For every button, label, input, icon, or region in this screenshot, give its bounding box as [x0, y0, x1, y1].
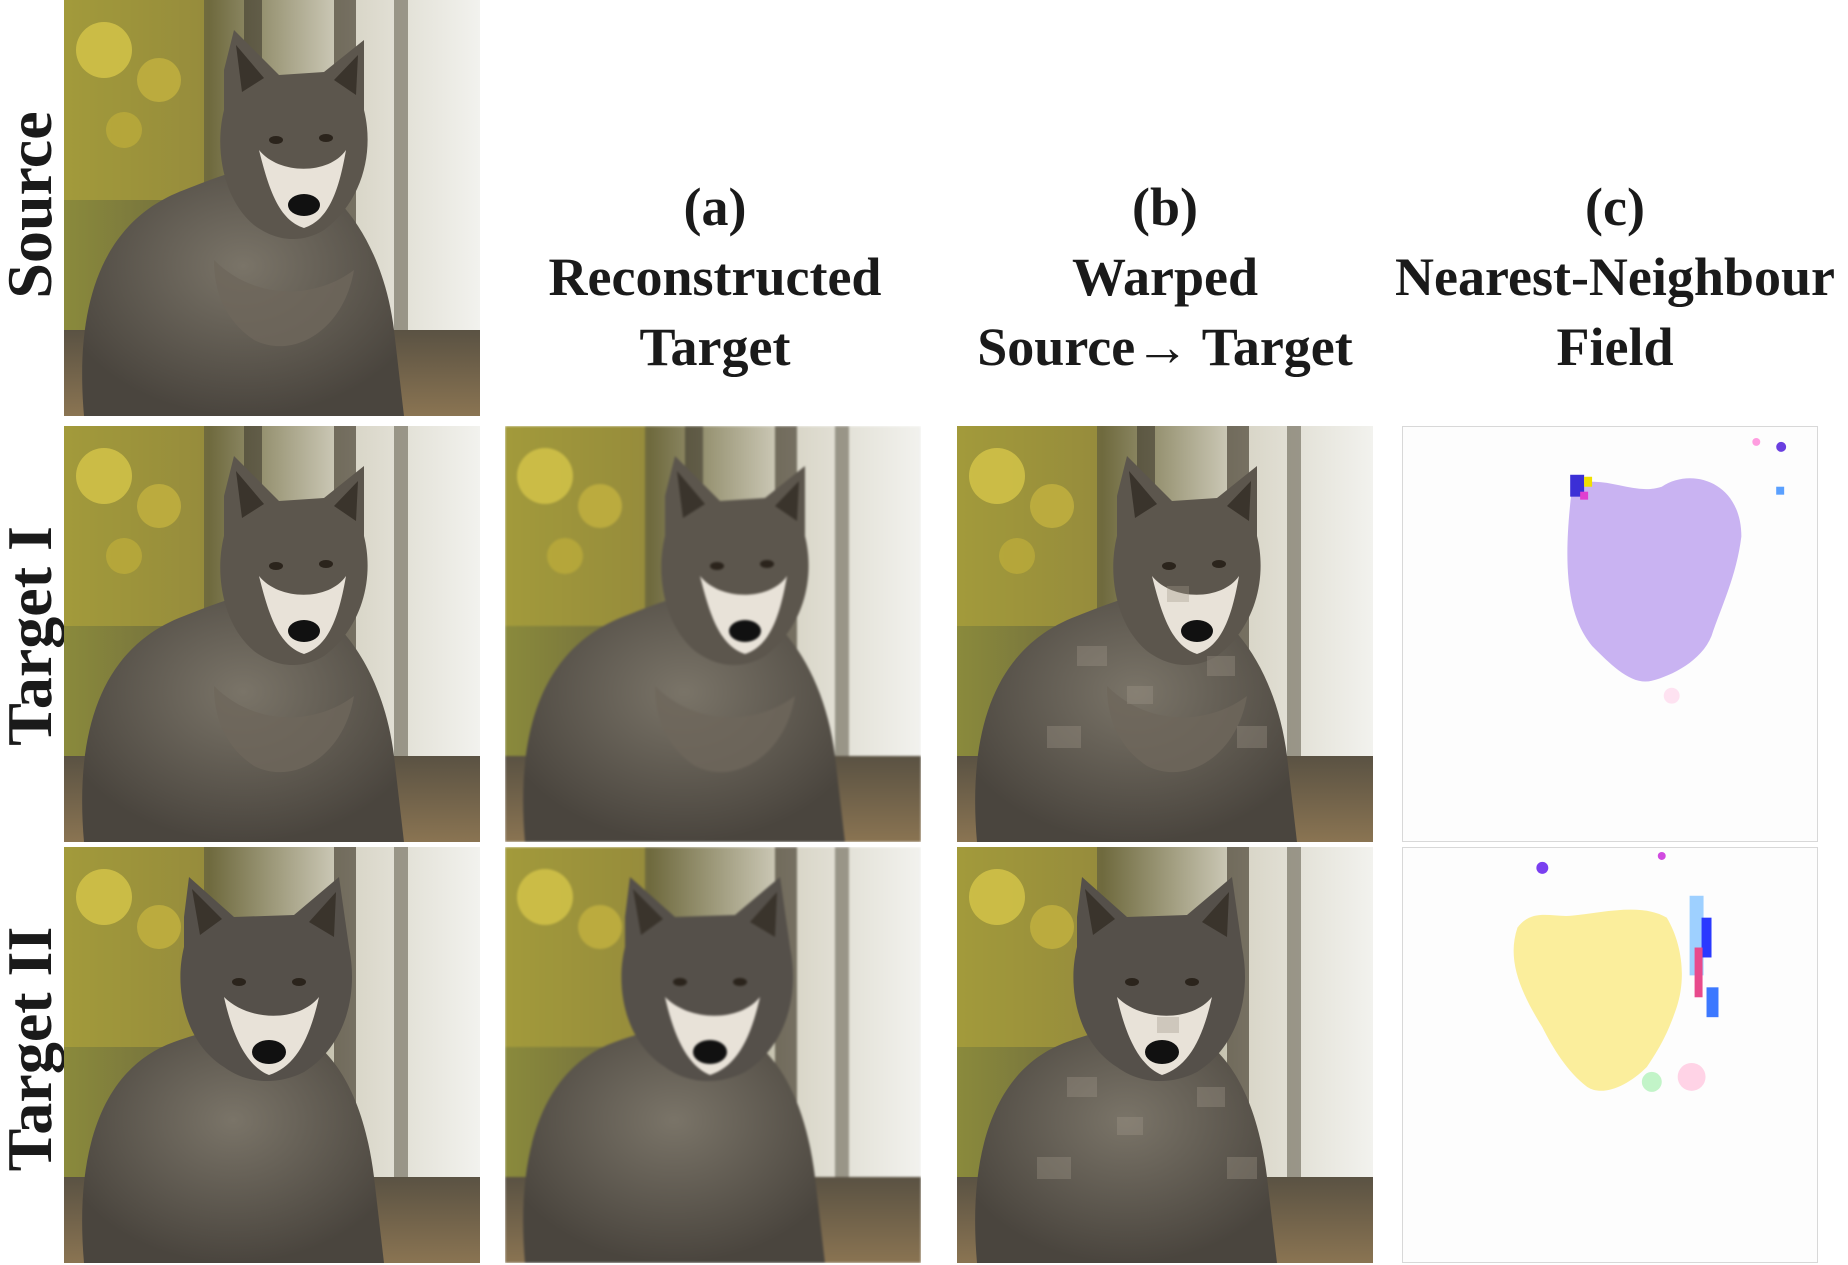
target-1-warped-image	[957, 426, 1373, 842]
column-a-letter: (a)	[683, 177, 747, 237]
column-header-b: (b) Warped Source→ Target	[955, 172, 1375, 382]
target-1-reconstructed-image	[505, 426, 921, 842]
target-2-warped-image	[957, 847, 1373, 1263]
column-b-letter: (b)	[1132, 177, 1198, 237]
column-b-title-line1: Warped	[1071, 247, 1259, 307]
target-1-image	[64, 426, 480, 842]
column-c-title-line1: Nearest-Neighbour	[1395, 247, 1835, 307]
target-2-reconstructed-image	[505, 847, 921, 1263]
column-a-title-line2: Target	[639, 317, 791, 377]
column-header-a: (a) Reconstructed Target	[505, 172, 925, 382]
target-2-nn-field	[1402, 847, 1818, 1263]
column-c-title-line2: Field	[1556, 317, 1674, 377]
column-b-title-line2: Source→ Target	[977, 317, 1353, 377]
target-1-nn-field	[1402, 426, 1818, 842]
row-label-target-2: Target II	[0, 926, 65, 1172]
row-label-target-1: Target I	[0, 526, 65, 746]
target-2-image	[64, 847, 480, 1263]
column-a-title-line1: Reconstructed	[548, 247, 882, 307]
column-c-letter: (c)	[1585, 177, 1645, 237]
column-header-c: (c) Nearest-Neighbour Field	[1385, 172, 1845, 382]
row-label-source: Source	[0, 111, 65, 299]
source-image	[64, 0, 480, 416]
